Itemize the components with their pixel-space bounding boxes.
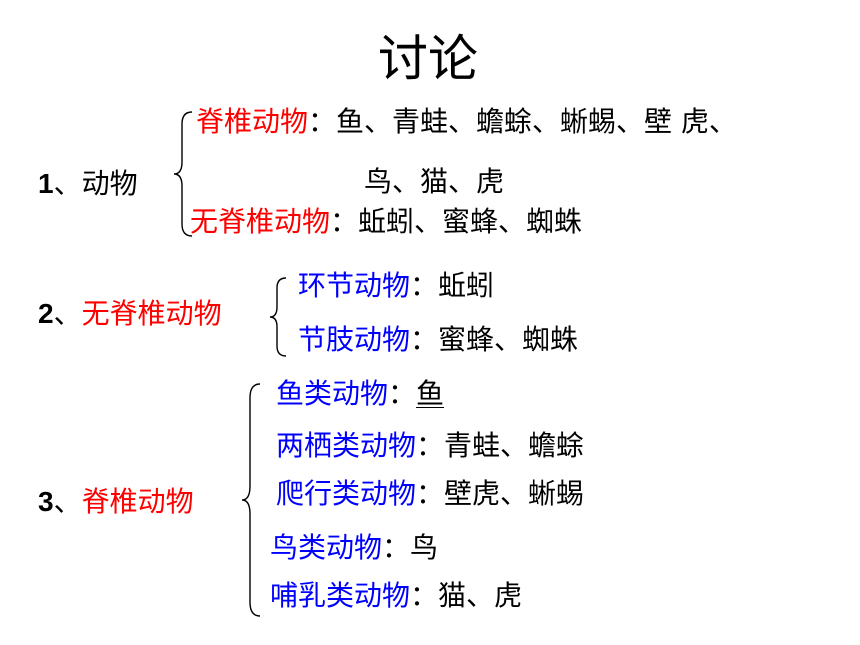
section-3-row-mammal: 哺乳类动物：猫、虎	[270, 582, 522, 610]
section-1-row-vertebrate: 脊椎动物：鱼、青蛙、蟾蜍、蜥蜴、壁 虎、	[196, 108, 737, 136]
amphibian-category-label: 两栖类动物	[276, 429, 417, 462]
annelid-category-label: 环节动物	[298, 269, 411, 302]
bird-category-label: 鸟类动物	[270, 531, 383, 564]
section-1-brace	[173, 111, 193, 237]
section-3-row-bird: 鸟类动物：鸟	[270, 534, 438, 562]
section-1-heading: 1、动物	[38, 170, 138, 198]
section-3-label: 脊椎动物	[81, 485, 194, 518]
section-3-heading: 3、脊椎动物	[38, 488, 194, 516]
arthropod-examples: 蜜蜂、蜘蛛	[438, 323, 579, 356]
vertebrate-examples: 鱼、青蛙、蟾蜍、蜥蜴、壁 虎、	[336, 105, 737, 138]
colon: ：	[382, 531, 411, 564]
arthropod-category-label: 节肢动物	[298, 323, 411, 356]
section-2-brace	[269, 277, 287, 357]
reptile-category-label: 爬行类动物	[276, 477, 417, 510]
colon: ：	[416, 477, 445, 510]
mammal-category-label: 哺乳类动物	[270, 579, 411, 612]
separator: 、	[53, 485, 82, 518]
fish-examples: 鱼	[416, 377, 445, 410]
section-3-row-amphibian: 两栖类动物：青蛙、蟾蜍	[276, 432, 584, 460]
amphibian-examples: 青蛙、蟾蜍	[444, 429, 585, 462]
section-3-row-reptile: 爬行类动物：壁虎、蜥蜴	[276, 480, 584, 508]
section-2-row-annelid: 环节动物：蚯蚓	[298, 272, 494, 300]
separator: 、	[53, 167, 82, 200]
colon: ：	[416, 429, 445, 462]
vertebrate-examples-continued: 鸟、猫、虎	[364, 165, 505, 198]
section-1-number: 1	[38, 168, 54, 199]
section-3-brace	[241, 383, 261, 617]
section-2-row-arthropod: 节肢动物：蜜蜂、蜘蛛	[298, 326, 578, 354]
colon: ：	[388, 377, 417, 410]
mammal-examples: 猫、虎	[438, 579, 523, 612]
colon: ：	[308, 105, 337, 138]
section-2-heading: 2、无脊椎动物	[38, 300, 222, 328]
section-2-label: 无脊椎动物	[81, 297, 222, 330]
separator: 、	[53, 297, 82, 330]
section-1-row-invertebrate: 无脊椎动物：蚯蚓、蜜蜂、蜘蛛	[190, 208, 582, 236]
page-title: 讨论	[378, 30, 478, 88]
invertebrate-examples: 蚯蚓、蜜蜂、蜘蛛	[358, 205, 583, 238]
section-1-label: 动物	[81, 167, 138, 200]
colon: ：	[330, 205, 359, 238]
invertebrate-category-label: 无脊椎动物	[190, 205, 331, 238]
colon: ：	[410, 579, 439, 612]
bird-examples: 鸟	[410, 531, 439, 564]
section-3-row-fish: 鱼类动物：鱼	[276, 380, 444, 408]
vertebrate-category-label: 脊椎动物	[196, 105, 309, 138]
section-2-number: 2	[38, 298, 54, 329]
reptile-examples: 壁虎、蜥蜴	[444, 477, 585, 510]
colon: ：	[410, 269, 439, 302]
annelid-examples: 蚯蚓	[438, 269, 495, 302]
section-3-number: 3	[38, 486, 54, 517]
colon: ：	[410, 323, 439, 356]
fish-category-label: 鱼类动物	[276, 377, 389, 410]
